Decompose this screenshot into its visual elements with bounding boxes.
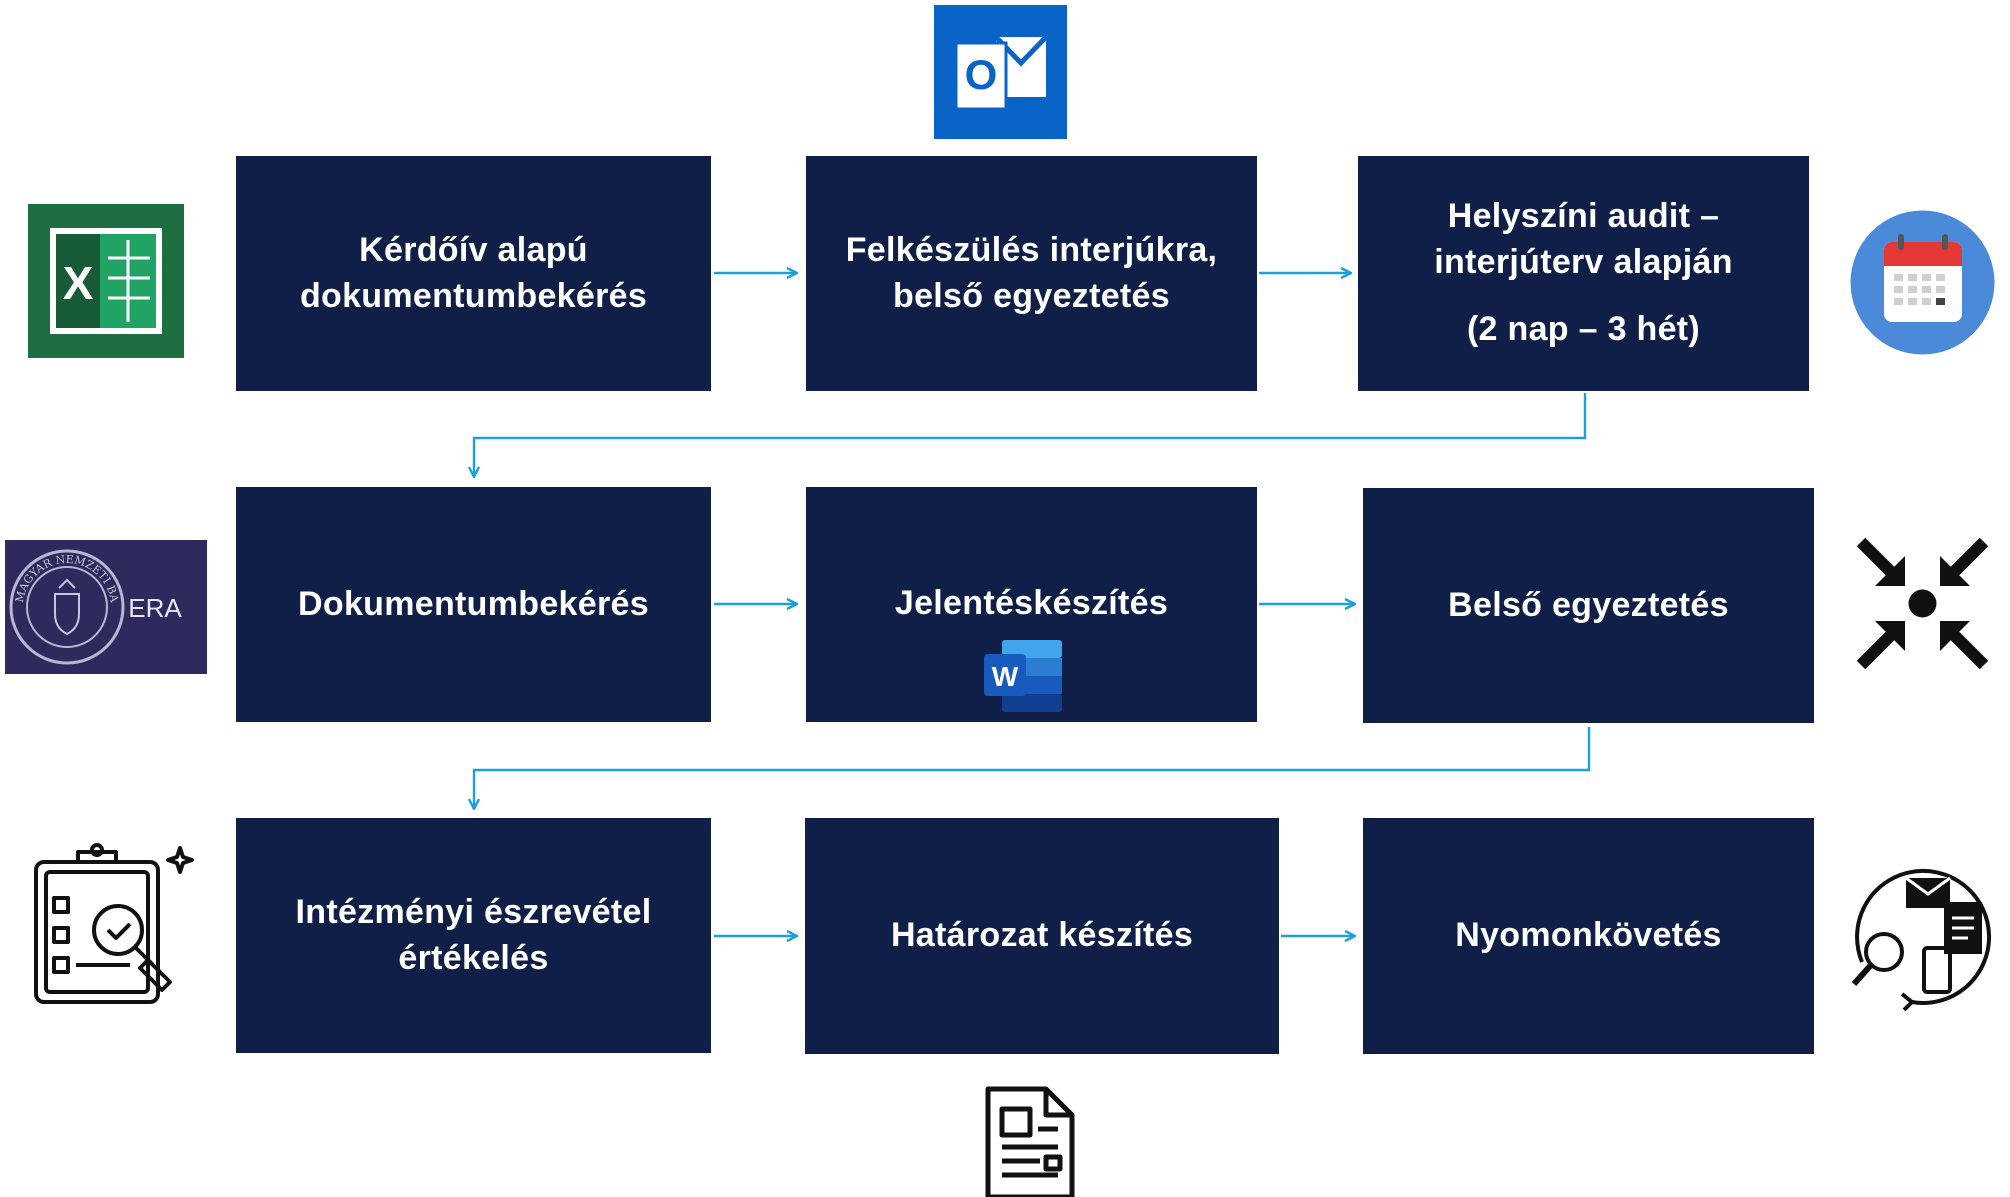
step-decision-drafting: Határozat készítés	[805, 818, 1279, 1054]
step-label: Helyszíni audit – interjúterv alapján	[1434, 196, 1733, 281]
step-label: Kérdőív alapú dokumentumbekérés	[299, 230, 648, 315]
converge-arrows-icon	[1856, 537, 1989, 670]
audit-checklist-icon	[34, 843, 194, 1004]
arrow-3-4	[474, 393, 1587, 476]
word-icon: W	[984, 640, 1062, 712]
step-questionnaire-request: Kérdőív alapú dokumentumbekérés	[236, 156, 711, 391]
step-document-request: Dokumentumbekérés	[236, 487, 711, 722]
step-label: Felkészülés interjúkra, belső egyeztetés	[845, 230, 1218, 315]
outlook-letter: O	[965, 51, 998, 98]
calendar-icon	[1850, 210, 1995, 355]
excel-icon: X	[28, 204, 184, 358]
step-label: Nyomonkövetés	[1455, 916, 1722, 955]
step-interview-prep: Felkészülés interjúkra, belső egyeztetés	[806, 156, 1257, 391]
era-logo: MAGYAR NEMZETI BANK ERA	[5, 540, 207, 674]
step-label: Jelentéskészítés	[894, 584, 1169, 622]
document-icon	[985, 1086, 1075, 1197]
step-institution-feedback: Intézményi észrevétel értékelés	[236, 818, 711, 1053]
step-onsite-audit: Helyszíni audit – interjúterv alapján (2…	[1358, 156, 1809, 391]
follow-up-icon	[1851, 868, 1992, 1012]
outlook-icon: O	[934, 5, 1067, 139]
arrow-6-7	[474, 727, 1591, 808]
word-letter: W	[992, 661, 1019, 692]
step-internal-review: Belső egyeztetés	[1363, 488, 1814, 723]
excel-letter: X	[63, 257, 94, 309]
step-follow-up: Nyomonkövetés	[1363, 818, 1814, 1054]
step-label: Intézményi észrevétel értékelés	[295, 892, 652, 977]
step-label: Belső egyeztetés	[1448, 585, 1729, 624]
step-label: Dokumentumbekérés	[298, 584, 649, 623]
era-label: ERA	[128, 593, 182, 623]
step-label: Határozat készítés	[890, 916, 1194, 955]
step-duration-note: (2 nap – 3 hét)	[1466, 310, 1701, 349]
